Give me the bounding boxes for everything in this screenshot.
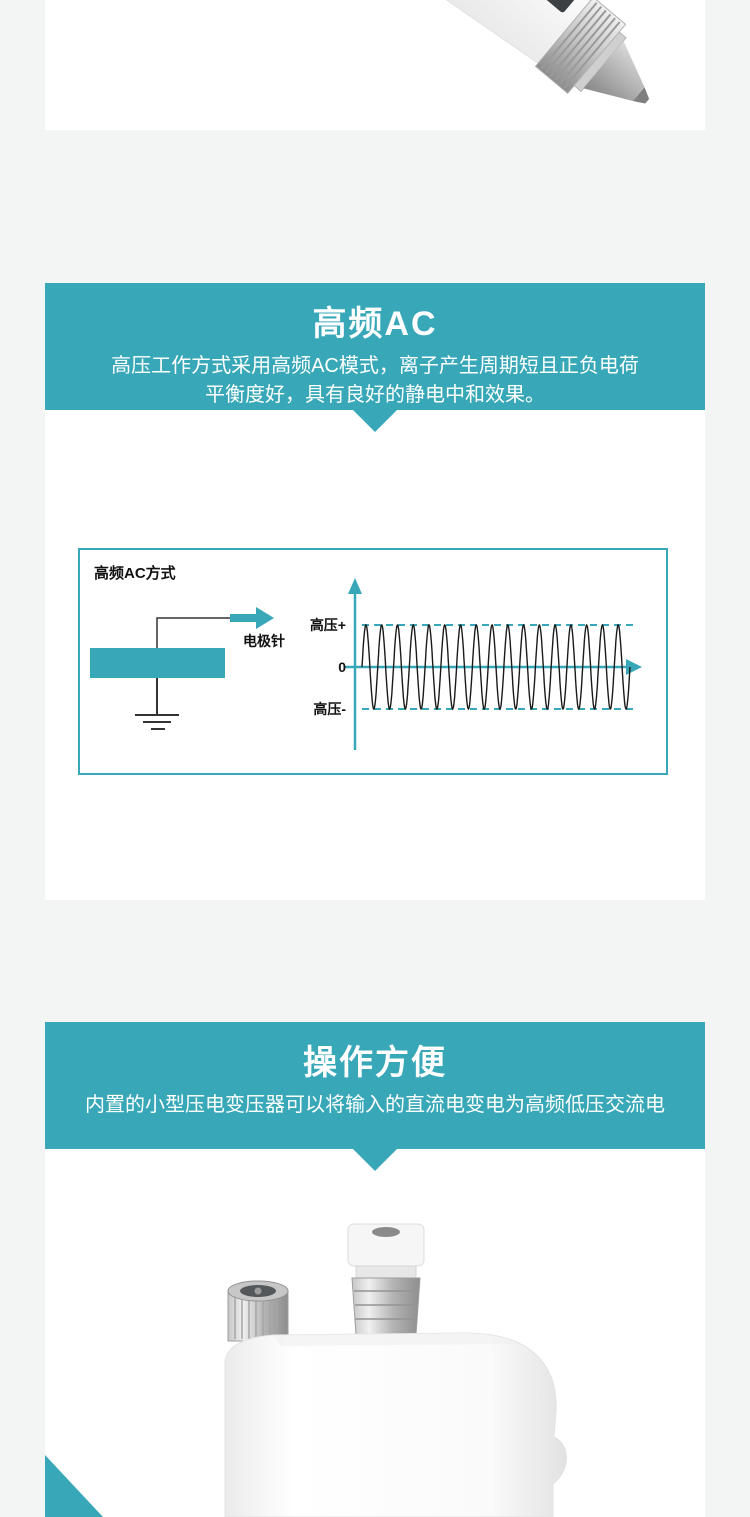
section-desc-hf-ac: 高压工作方式采用高频AC模式，离子产生周期短且正负电荷 平衡度好，具有良好的静电… xyxy=(45,352,705,410)
nozzle-tip-end xyxy=(632,87,650,104)
section-banner-easy-operation: 操作方便 内置的小型压电变压器可以将输入的直流电变电为高频低压交流电 xyxy=(45,1022,705,1149)
label-high-voltage-negative: 高压- xyxy=(313,701,346,717)
desc-line-1: 内置的小型压电变压器可以将输入的直流电变电为高频低压交流电 xyxy=(85,1094,665,1116)
knurl-stripes xyxy=(540,2,621,89)
connector-knurl xyxy=(234,1295,278,1339)
banner-pointer-icon xyxy=(353,410,397,432)
desc-line-2: 平衡度好，具有良好的静电中和效果。 xyxy=(205,384,545,406)
fitting-tube-hole xyxy=(372,1227,400,1237)
hero-photo-card xyxy=(45,0,705,130)
device-body xyxy=(224,1332,567,1517)
label-zero: 0 xyxy=(338,659,346,675)
connector-pin xyxy=(254,1287,262,1295)
device-body-top-shading xyxy=(273,1333,517,1346)
hf-ac-diagram-svg: 高频AC方式 电极针 xyxy=(90,564,642,750)
electrode-label: 电极针 xyxy=(243,633,285,649)
product-photo-card xyxy=(45,1149,705,1517)
diagram-card: 高频AC方式 电极针 xyxy=(45,410,705,900)
product-nozzle-photo xyxy=(343,0,650,104)
electrode-arrow-icon xyxy=(230,607,274,629)
label-high-voltage-positive: 高压+ xyxy=(310,617,346,633)
axis-up-arrow-icon xyxy=(348,578,362,594)
electrode-plate xyxy=(90,648,225,678)
hf-ac-diagram: 高频AC方式 电极针 xyxy=(78,548,668,775)
fitting-thread-body xyxy=(351,1277,421,1336)
pneumatic-fitting-graphic xyxy=(347,1223,425,1336)
desc-line-1: 高压工作方式采用高频AC模式，离子产生周期短且正负电荷 xyxy=(111,355,639,377)
connector-line xyxy=(156,617,230,648)
product-body-photo xyxy=(224,1223,567,1517)
bnc-connector-graphic xyxy=(227,1280,289,1342)
section-title-easy-operation: 操作方便 xyxy=(303,1044,447,1082)
fitting-collar xyxy=(355,1265,417,1279)
banner-pointer-icon xyxy=(353,1149,397,1171)
section-title-hf-ac: 高频AC xyxy=(312,305,438,343)
section-banner-hf-ac: 高频AC 高压工作方式采用高频AC模式，离子产生周期短且正负电荷 平衡度好，具有… xyxy=(45,283,705,410)
diagram-title: 高频AC方式 xyxy=(94,564,176,582)
section-desc-easy-operation: 内置的小型压电变压器可以将输入的直流电变电为高频低压交流电 xyxy=(45,1091,705,1120)
nozzle-graphic xyxy=(343,0,650,104)
ac-sine-wave xyxy=(361,623,631,711)
thread-lines xyxy=(354,1290,418,1320)
ground-symbol-icon xyxy=(135,678,179,730)
nozzle-tip xyxy=(583,40,645,102)
axis-right-arrow-icon xyxy=(626,659,642,675)
